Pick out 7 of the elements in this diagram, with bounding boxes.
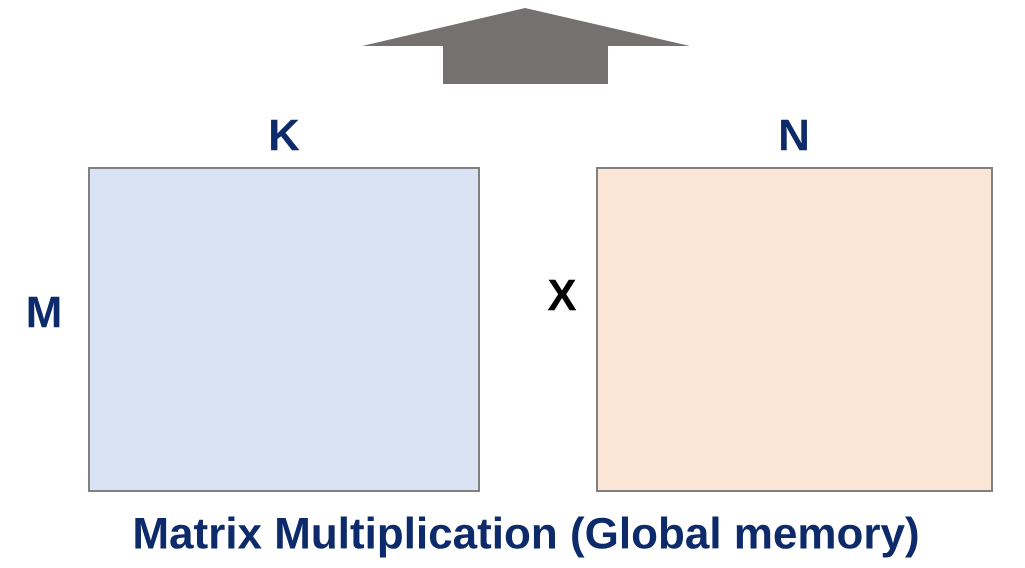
dimension-label: K	[271, 119, 300, 151]
dimension-label: N	[781, 119, 807, 151]
dimension-label: M	[28, 296, 60, 328]
caption: Matrix Multiplication (Global memory)	[135, 516, 918, 558]
matrix-box	[88, 167, 480, 492]
multiply-sign: X	[547, 279, 577, 311]
matrix-box	[596, 167, 993, 492]
